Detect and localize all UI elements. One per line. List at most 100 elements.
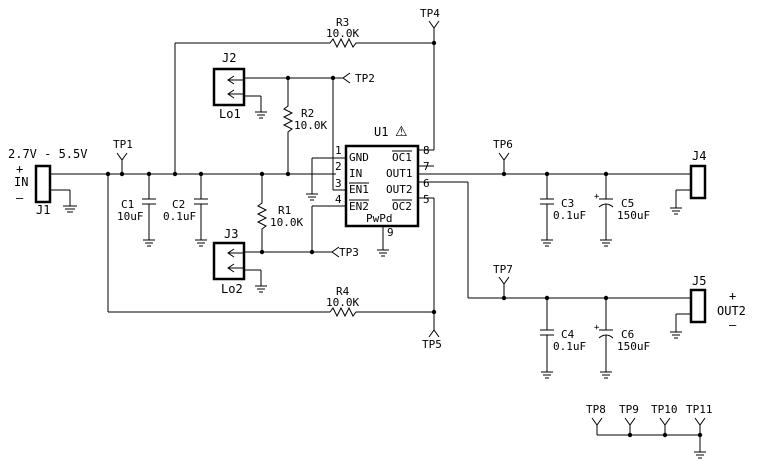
pin-1-name: GND bbox=[349, 151, 369, 164]
ground-test-points bbox=[591, 417, 706, 459]
input-minus-sign: — bbox=[16, 191, 24, 205]
tp7-label: TP7 bbox=[493, 263, 513, 276]
c2-ref: C2 bbox=[172, 198, 185, 211]
pin-6-name: OUT2 bbox=[386, 183, 413, 196]
c5-ref: C5 bbox=[621, 197, 634, 210]
tp4-label: TP4 bbox=[420, 7, 440, 20]
out2-label: OUT2 bbox=[717, 304, 746, 318]
c4-ref: C4 bbox=[561, 328, 575, 341]
tp5-label: TP5 bbox=[422, 338, 442, 351]
gnd-pin-wire bbox=[306, 157, 346, 201]
pin-7-number: 7 bbox=[423, 160, 430, 173]
pin-5-name: OC2 bbox=[392, 200, 412, 213]
c1-ref: C1 bbox=[121, 198, 134, 211]
pin-8-name: OC1 bbox=[392, 151, 412, 164]
u1-warning-icon: ⚠ bbox=[395, 124, 408, 140]
resistor-r2 bbox=[282, 78, 294, 174]
tp2-label: TP2 bbox=[355, 72, 375, 85]
c3-ref: C3 bbox=[561, 197, 574, 210]
lo2-label: Lo2 bbox=[221, 282, 243, 296]
junction-dot bbox=[697, 432, 703, 438]
pin-3-number: 3 bbox=[335, 177, 342, 190]
test-point-tp7 bbox=[498, 276, 510, 298]
c5-value: 150uF bbox=[617, 209, 650, 222]
tp3-label: TP3 bbox=[339, 246, 359, 259]
c6-ref: C6 bbox=[621, 328, 634, 341]
input-label: IN bbox=[14, 175, 28, 189]
input-rail-wires bbox=[107, 28, 435, 330]
tp9-label: TP9 bbox=[619, 403, 639, 416]
resistor-r4 bbox=[329, 306, 358, 318]
c5-polarity-mark: + bbox=[594, 192, 600, 202]
test-point-tp3 bbox=[312, 246, 340, 258]
tp8-label: TP8 bbox=[586, 403, 606, 416]
j5-label: J5 bbox=[692, 274, 706, 288]
tp10-label: TP10 bbox=[651, 403, 678, 416]
r2-ref: R2 bbox=[301, 107, 314, 120]
junction-dot bbox=[662, 432, 668, 438]
en1-wire bbox=[332, 78, 346, 191]
tp11-label: TP11 bbox=[686, 403, 713, 416]
out2-plus-sign: + bbox=[729, 289, 736, 303]
connector-j1-label: J1 bbox=[36, 203, 50, 217]
resistor-r3 bbox=[329, 37, 358, 49]
capacitor-c3 bbox=[540, 174, 554, 247]
junction-dot bbox=[627, 432, 633, 438]
j3-label: J3 bbox=[224, 227, 238, 241]
r1-ref: R1 bbox=[278, 204, 291, 217]
c1-value: 10uF bbox=[117, 210, 144, 223]
input-connector-j1 bbox=[34, 164, 108, 206]
out1-rail bbox=[418, 173, 691, 215]
connector-j4 bbox=[689, 164, 707, 200]
c3-value: 0.1uF bbox=[553, 209, 586, 222]
r3-ref: R3 bbox=[336, 16, 349, 29]
pin-3-name: EN1 bbox=[349, 183, 369, 196]
j4-label: J4 bbox=[692, 149, 706, 163]
pin-2-name: IN bbox=[349, 167, 362, 180]
input-plus-sign: + bbox=[16, 162, 23, 176]
pin-7-name: OUT1 bbox=[386, 167, 413, 180]
out2-minus-sign: — bbox=[729, 318, 737, 332]
test-point-tp4 bbox=[428, 20, 440, 29]
pin-2-number: 2 bbox=[335, 160, 342, 173]
lo1-label: Lo1 bbox=[219, 107, 241, 121]
test-point-tp1 bbox=[116, 152, 128, 174]
r4-ref: R4 bbox=[336, 285, 350, 298]
resistor-r1 bbox=[256, 174, 268, 252]
u1-ref: U1 bbox=[374, 125, 388, 139]
capacitor-c4 bbox=[540, 298, 554, 379]
test-point-tp5 bbox=[428, 329, 440, 338]
ground-symbol bbox=[63, 205, 77, 213]
u1-package-label: PwPd bbox=[366, 212, 393, 225]
pin-4-name: EN2 bbox=[349, 200, 369, 213]
pin-4-number: 4 bbox=[335, 193, 342, 206]
c4-value: 0.1uF bbox=[553, 340, 586, 353]
junction-dot bbox=[259, 249, 265, 255]
junction-dot bbox=[285, 75, 291, 81]
en2-wire bbox=[311, 205, 346, 252]
pin-6-number: 6 bbox=[423, 177, 430, 190]
test-point-tp6 bbox=[498, 152, 510, 174]
r1-value: 10.0K bbox=[270, 216, 303, 229]
c6-polarity-mark: + bbox=[594, 323, 600, 333]
capacitor-c5 bbox=[598, 174, 614, 247]
connector-j5 bbox=[689, 288, 707, 324]
junction-dot bbox=[431, 40, 437, 46]
r2-value: 10.0K bbox=[294, 119, 327, 132]
r3-value: 10.0K bbox=[326, 27, 359, 40]
input-voltage-range: 2.7V - 5.5V bbox=[8, 147, 87, 161]
junction-dot bbox=[172, 171, 178, 177]
test-point-tp2 bbox=[333, 72, 351, 84]
pin-5-number: 5 bbox=[423, 193, 430, 206]
pin-9-number: 9 bbox=[387, 226, 394, 239]
c2-value: 0.1uF bbox=[163, 210, 196, 223]
out2-rail bbox=[418, 181, 691, 339]
capacitor-c1 bbox=[142, 174, 156, 247]
pin-1-number: 1 bbox=[335, 144, 342, 157]
junction-dot bbox=[105, 171, 111, 177]
c6-value: 150uF bbox=[617, 340, 650, 353]
tp6-label: TP6 bbox=[493, 138, 513, 151]
capacitor-c2 bbox=[194, 174, 208, 247]
tp1-label: TP1 bbox=[113, 138, 133, 151]
